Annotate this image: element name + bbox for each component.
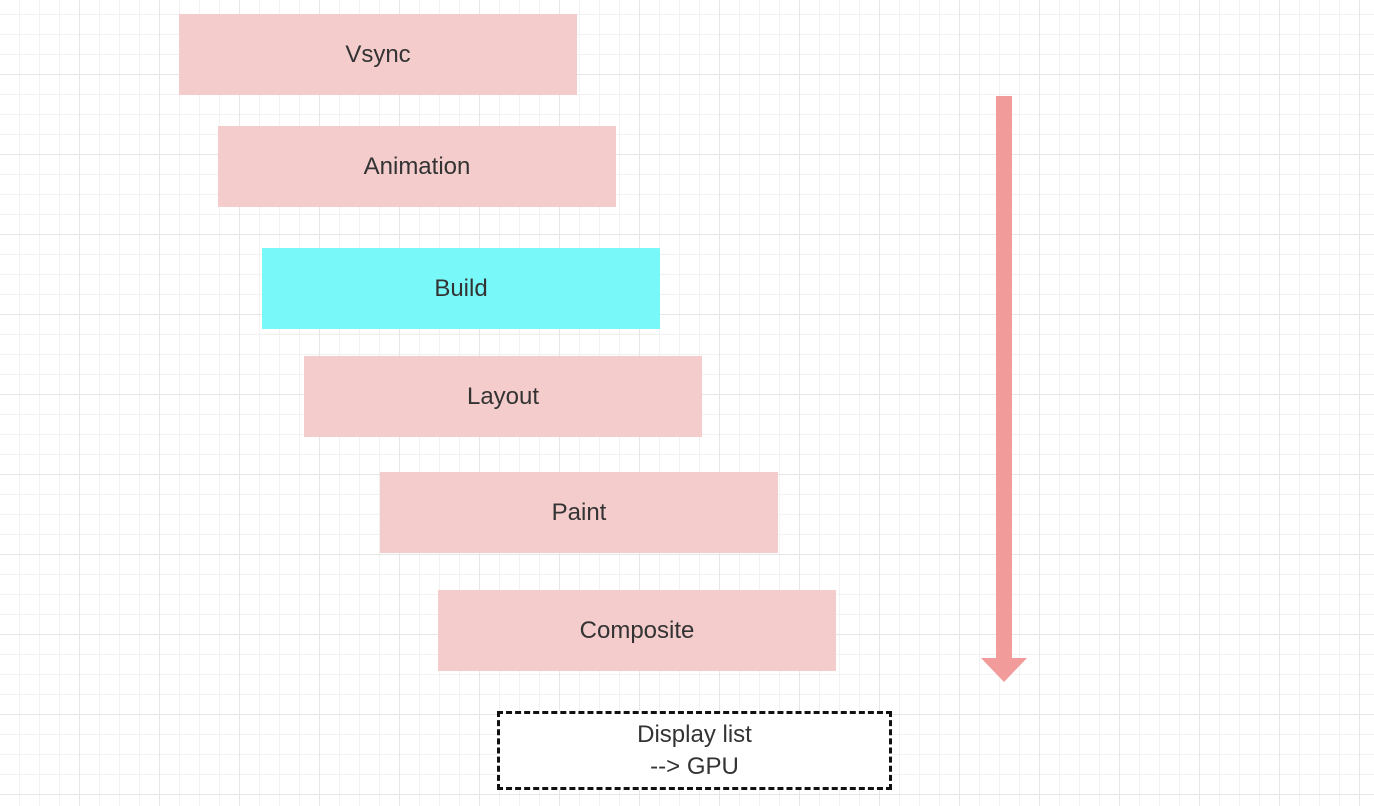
stage-vsync: Vsync bbox=[179, 14, 577, 95]
stage-label: Vsync bbox=[345, 40, 411, 68]
stage-paint: Paint bbox=[380, 472, 778, 553]
stage-label: Paint bbox=[551, 498, 607, 526]
stage-label: Build bbox=[434, 274, 488, 302]
display-list-label: Display list bbox=[637, 720, 752, 748]
stage-animation: Animation bbox=[218, 126, 616, 207]
stage-layout: Layout bbox=[304, 356, 702, 437]
stage-label: Animation bbox=[363, 152, 471, 180]
gpu-label: --> GPU bbox=[650, 752, 739, 780]
stage-build: Build bbox=[262, 248, 660, 329]
stage-label: Layout bbox=[466, 382, 540, 410]
stage-label: Composite bbox=[579, 616, 695, 644]
display-list-box: Display list --> GPU bbox=[497, 711, 892, 790]
stage-composite: Composite bbox=[438, 590, 836, 671]
down-arrow-icon bbox=[981, 96, 1027, 682]
